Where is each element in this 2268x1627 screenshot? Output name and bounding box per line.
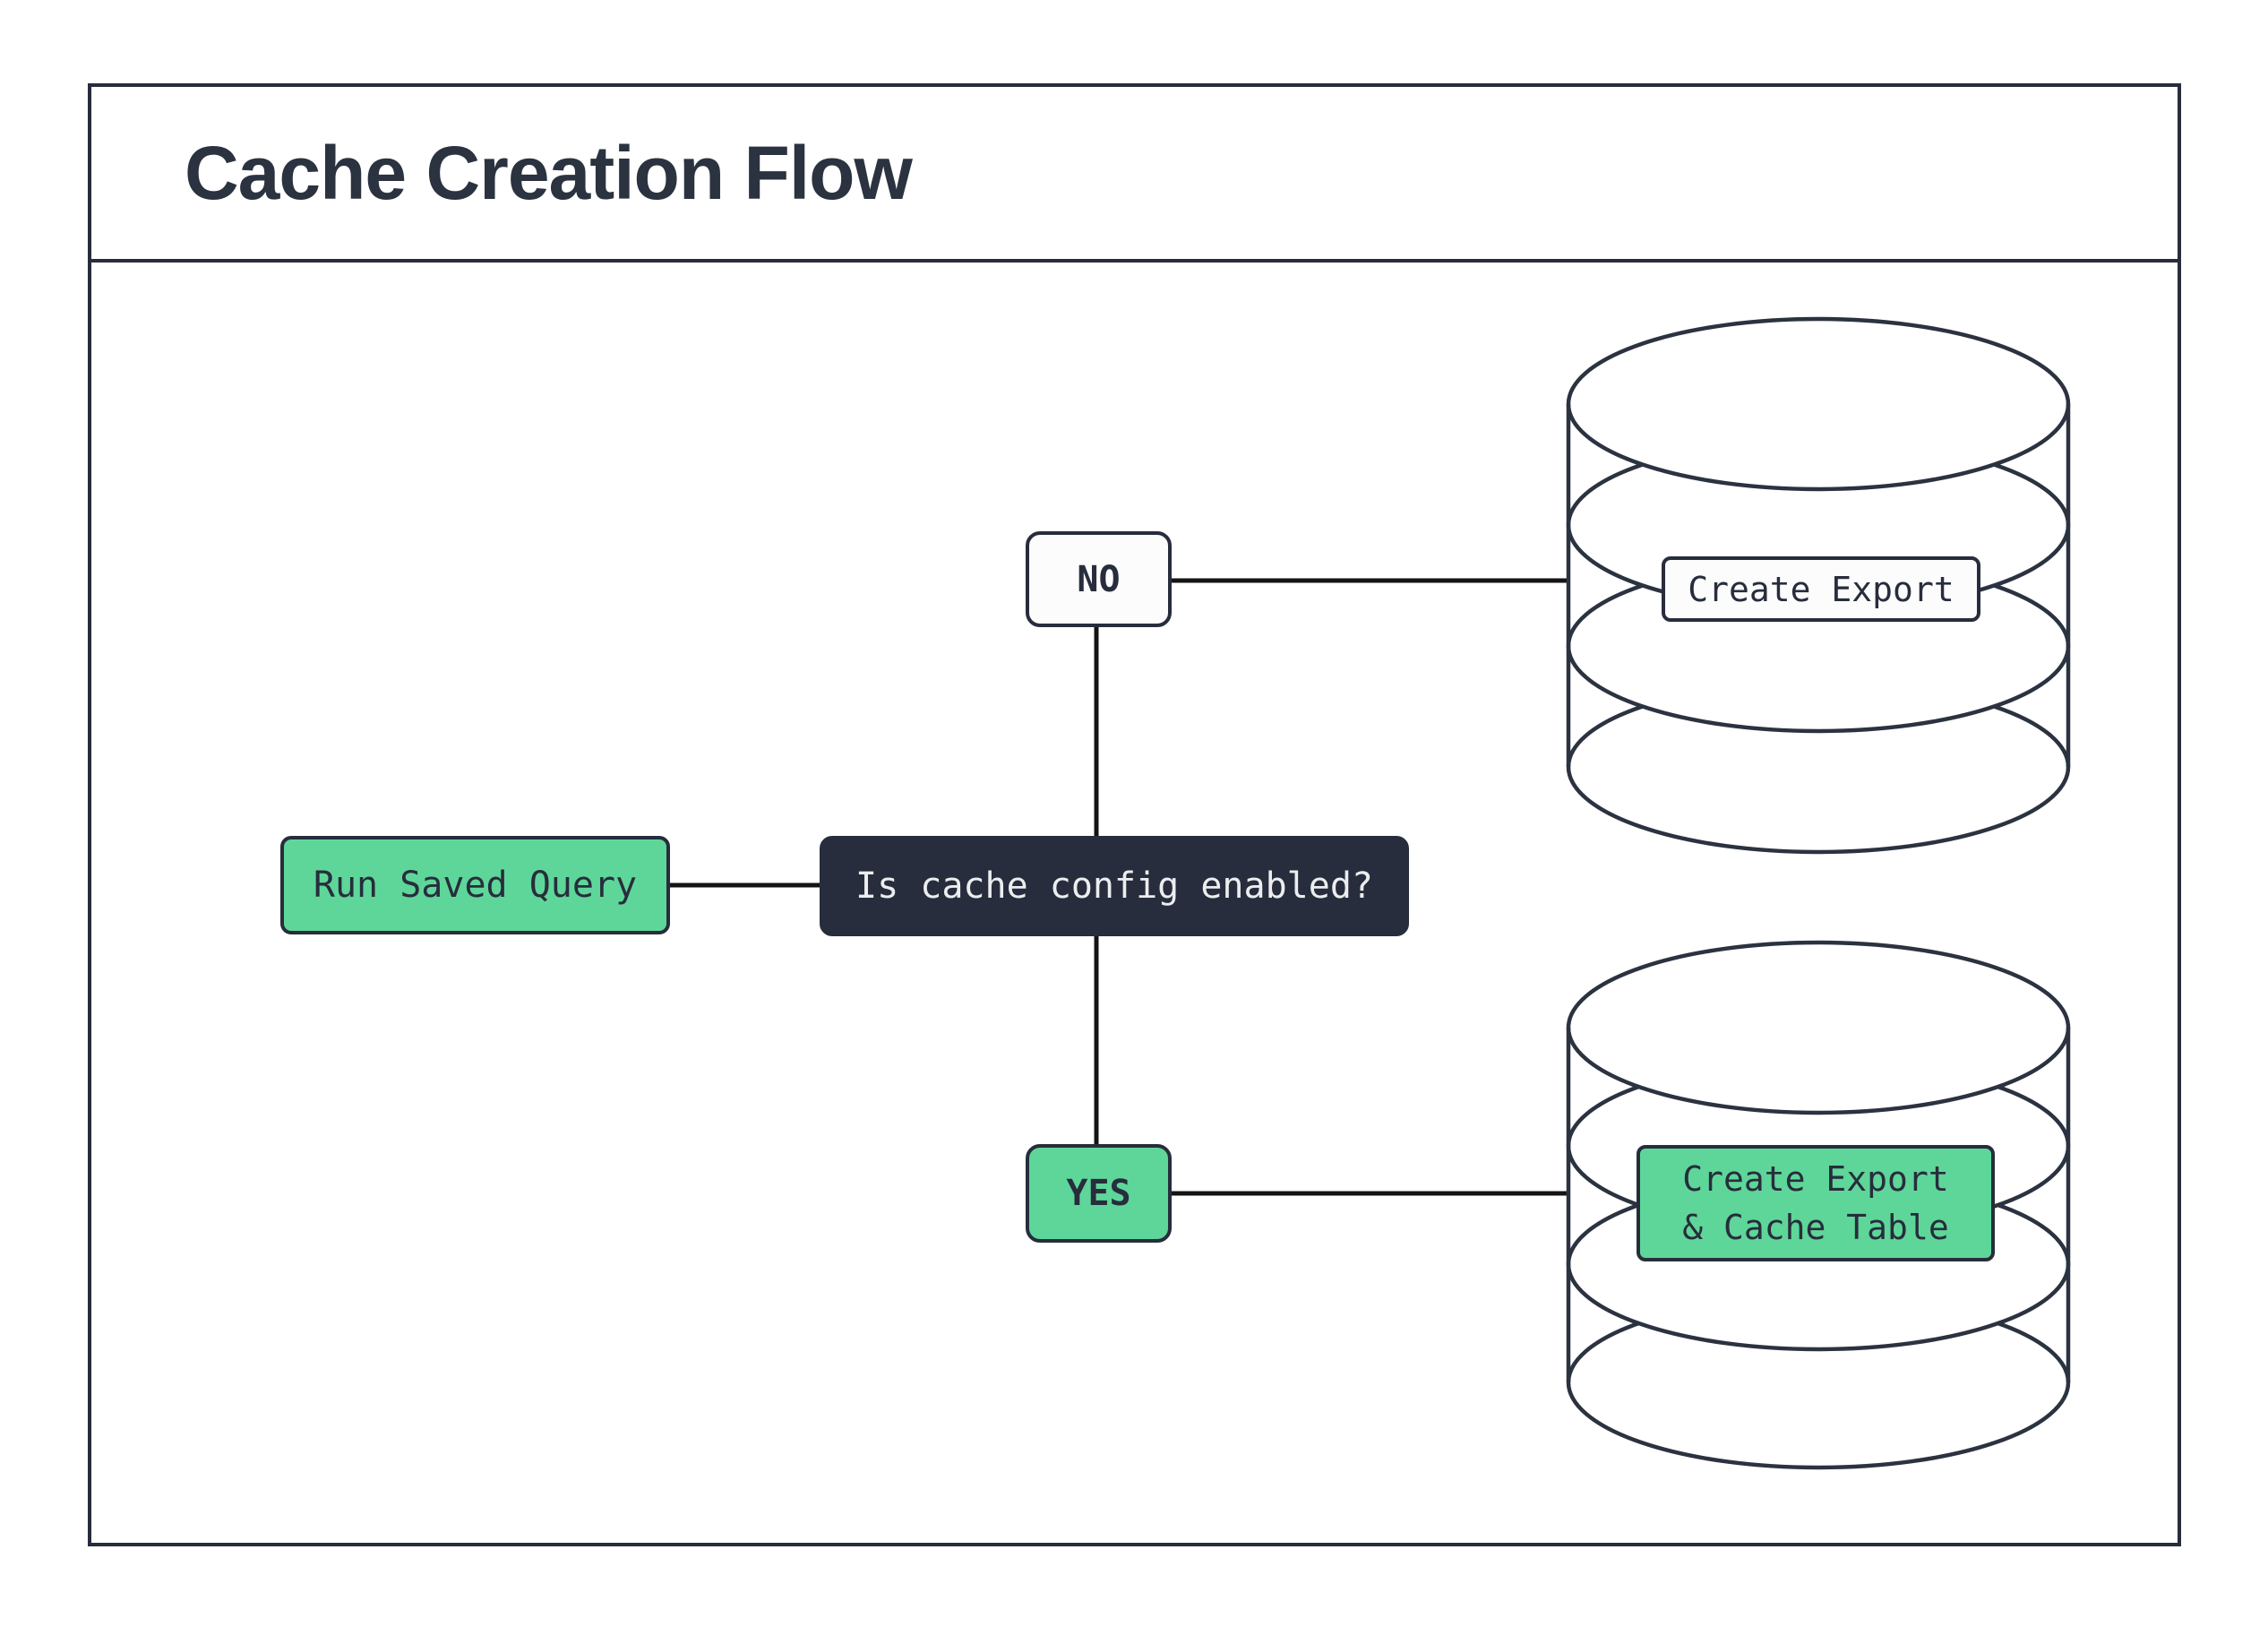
page-title: Cache Creation Flow [185,130,913,215]
connector-lines [670,578,1570,1196]
title-bar: Cache Creation Flow [91,87,2178,263]
node-branch-no-label: NO [1077,558,1121,600]
node-create-export-cache-table: Create Export & Cache Table [1637,1145,1995,1261]
node-branch-yes-label: YES [1066,1173,1131,1214]
node-create-export: Create Export [1662,556,1980,622]
node-decision-cache-config: Is cache config enabled? [820,836,1409,936]
node-create-export-cache-table-line1: Create Export [1682,1159,1949,1199]
node-branch-no: NO [1026,531,1172,627]
node-decision-label: Is cache config enabled? [855,865,1373,907]
node-create-export-cache-table-line2: & Cache Table [1682,1208,1949,1247]
node-run-saved-query-label: Run Saved Query [313,865,638,906]
node-create-export-label: Create Export [1688,569,1954,609]
node-run-saved-query: Run Saved Query [280,836,670,934]
node-branch-yes: YES [1026,1144,1172,1243]
